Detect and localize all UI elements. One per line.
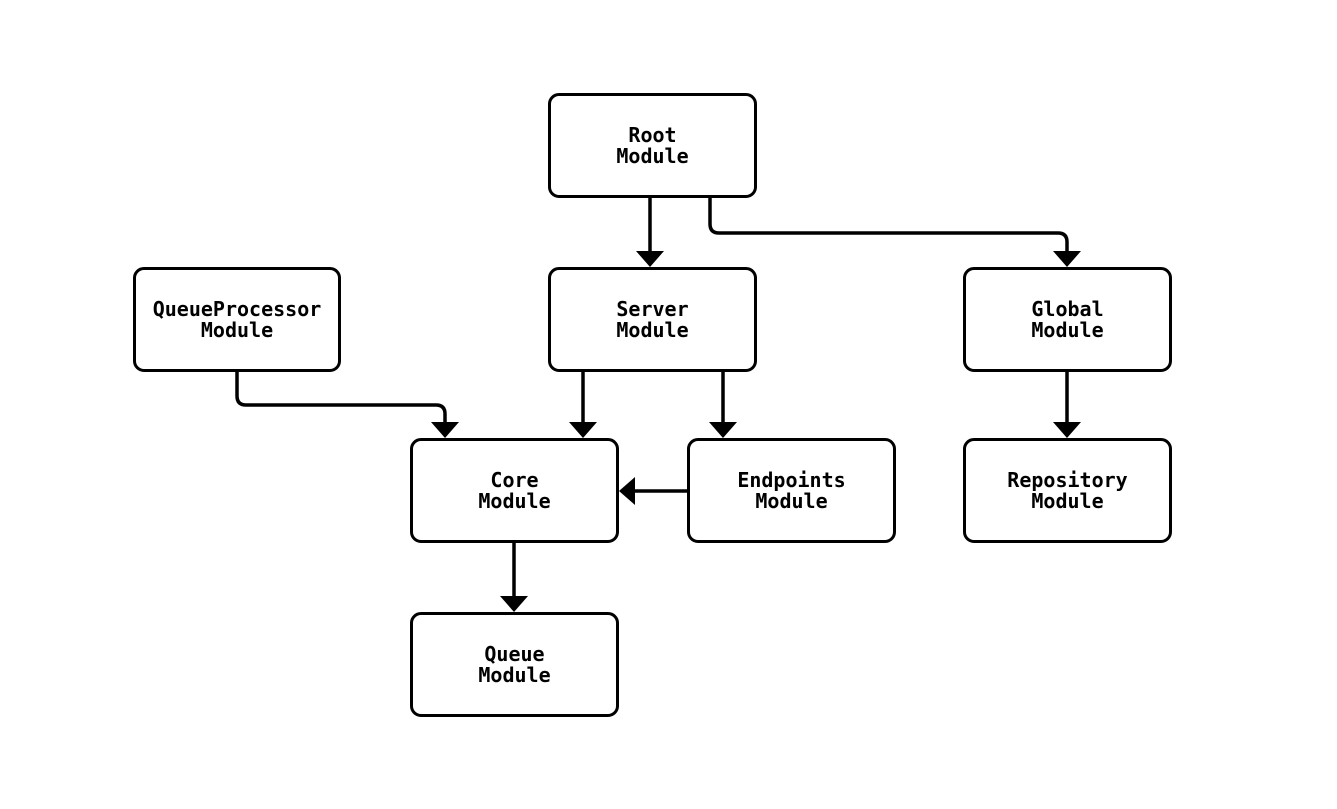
node-queueprocessor-module: QueueProcessor Module [133,267,341,372]
node-core-module: Core Module [410,438,619,543]
node-root-module-label: Root Module [616,122,689,168]
edge-server-to-endpoints [709,372,737,438]
edge-queueprocessor-to-core [235,372,459,438]
node-queue-module-label: Queue Module [478,641,551,687]
edge-endpoints-to-core [619,477,687,505]
node-queueprocessor-module-label: QueueProcessor Module [152,296,322,342]
node-repository-module-label: Repository Module [1007,467,1128,513]
edge-root-to-server [636,198,664,267]
node-root-module: Root Module [548,93,757,198]
node-repository-module: Repository Module [963,438,1172,543]
node-server-module: Server Module [548,267,757,372]
node-endpoints-module: Endpoints Module [687,438,896,543]
edge-root-to-global [708,198,1081,267]
edge-global-to-repository [1053,372,1081,438]
node-queue-module: Queue Module [410,612,619,717]
edge-server-to-core [569,372,597,438]
node-global-module-label: Global Module [1031,296,1104,342]
node-core-module-label: Core Module [478,467,551,513]
node-global-module: Global Module [963,267,1172,372]
node-server-module-label: Server Module [616,296,689,342]
node-endpoints-module-label: Endpoints Module [737,467,846,513]
edge-core-to-queue [500,543,528,612]
